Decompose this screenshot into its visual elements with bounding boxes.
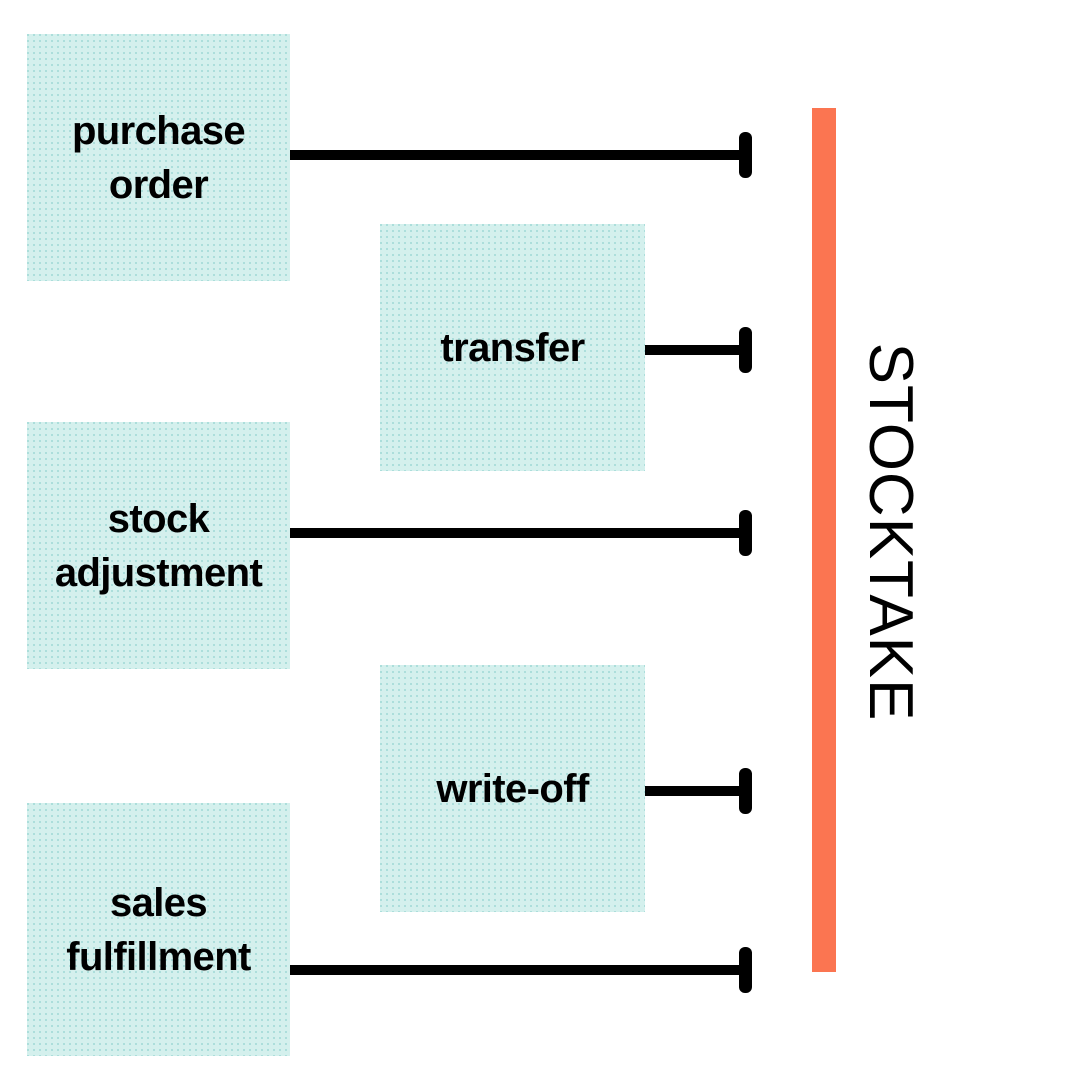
connector-sales-fulfillment [290, 965, 750, 975]
connector-cap-sales-fulfillment [739, 947, 752, 993]
node-stock-adjustment[interactable]: stock adjustment [27, 422, 290, 669]
node-purchase-order[interactable]: purchase order [27, 34, 290, 281]
node-write-off[interactable]: write-off [380, 665, 645, 912]
node-label-stock-adjustment: stock adjustment [54, 496, 263, 595]
node-label-transfer: transfer [440, 325, 585, 370]
target-bar-stocktake [812, 108, 836, 972]
connector-cap-purchase-order [739, 132, 752, 178]
node-label-write-off: write-off [436, 766, 589, 811]
node-sales-fulfillment[interactable]: sales fulfillment [27, 803, 290, 1056]
connector-transfer [645, 345, 750, 355]
connector-cap-stock-adjustment [739, 510, 752, 556]
connector-purchase-order [290, 150, 750, 160]
connector-cap-write-off [739, 768, 752, 814]
node-transfer[interactable]: transfer [380, 224, 645, 471]
connector-stock-adjustment [290, 528, 750, 538]
node-label-purchase-order: purchase order [71, 108, 246, 207]
connector-write-off [645, 786, 750, 796]
node-label-sales-fulfillment: sales fulfillment [66, 880, 251, 979]
connector-cap-transfer [739, 327, 752, 373]
target-label-stocktake: STOCKTAKE [856, 342, 925, 722]
